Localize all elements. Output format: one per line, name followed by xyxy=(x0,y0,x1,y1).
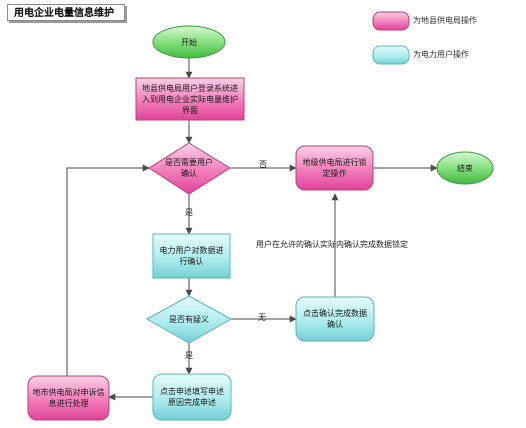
lock-node xyxy=(295,145,374,191)
legend-swatch-county xyxy=(372,11,410,31)
legend-label-user: 为电力用户操作 xyxy=(413,50,469,59)
login-node xyxy=(135,77,245,121)
edge-label-no-confirm: 否 xyxy=(259,160,267,169)
start-node xyxy=(152,25,226,59)
appeal-handle-node xyxy=(27,375,110,421)
decision-confirm-node xyxy=(148,142,231,195)
legend-label-county: 为地县供电局操作 xyxy=(413,16,477,25)
user-confirm-node xyxy=(152,233,231,279)
edge-label-no-objection: 无 xyxy=(258,313,266,322)
decision-objection-node xyxy=(145,295,233,344)
edge-label-yes-objection: 是 xyxy=(185,351,193,360)
diagram-title: 用电企业电量信息维护 xyxy=(7,4,125,21)
end-node xyxy=(436,151,494,185)
edge-label-yes-confirm: 是 xyxy=(185,208,193,217)
confirm-done-node xyxy=(295,296,375,342)
appeal-submit-node xyxy=(152,373,232,421)
edge-label-lock-note: 用户在允许的确认实际内确认完成数据锁定 xyxy=(256,240,408,249)
edge-handle-loop xyxy=(66,164,150,376)
legend-swatch-user xyxy=(372,45,410,65)
